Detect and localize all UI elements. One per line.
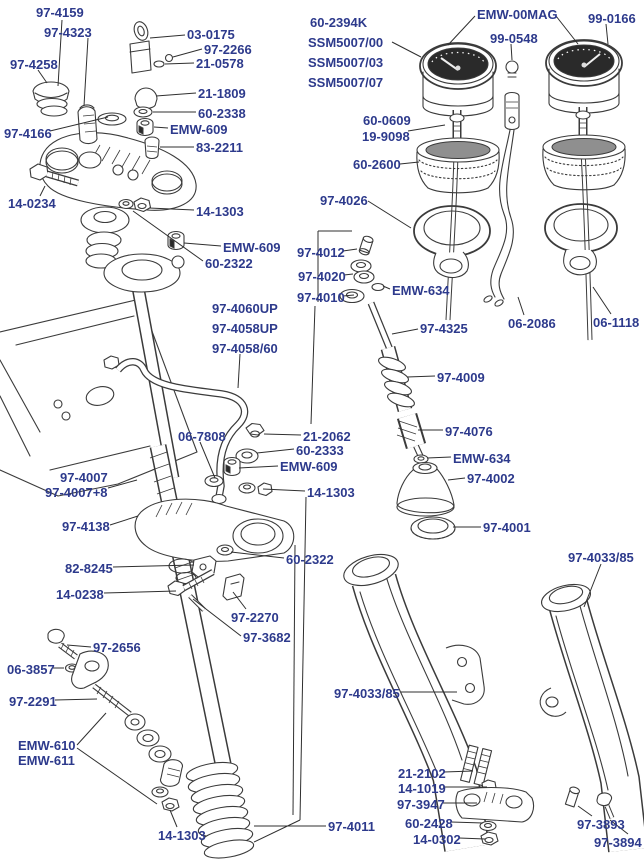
clamp-parts-illustration [167, 555, 245, 612]
sleeve-nut-illustration [77, 104, 98, 145]
center-fasteners-illustration [223, 422, 273, 497]
leader-line [109, 515, 139, 526]
leader-line [37, 69, 48, 84]
lower-yoke-illustration [134, 498, 295, 585]
leader-line [83, 37, 89, 107]
leader-line [517, 296, 525, 316]
leader-line [148, 207, 195, 211]
leader-line [164, 62, 195, 65]
leader-line [605, 23, 609, 45]
leader-line [169, 809, 178, 828]
leader-line [112, 564, 195, 568]
leader-line [103, 590, 177, 594]
leader-line [57, 19, 63, 87]
left-slider-illustration [343, 553, 535, 852]
leader-line [262, 488, 306, 492]
bulb-and-wire-illustration [483, 60, 520, 307]
leader-line [592, 286, 612, 315]
leader-line [54, 698, 98, 701]
leader-line [407, 124, 446, 132]
leader-line [447, 15, 476, 46]
leader-line [49, 116, 109, 132]
leader-line [263, 433, 302, 436]
steering-damper-illustration [47, 628, 184, 812]
leader-line [391, 41, 422, 58]
leader-line [192, 598, 242, 637]
leader-line [310, 305, 316, 425]
right-slider-illustration [539, 583, 644, 853]
leader-line [199, 441, 216, 479]
leader-line [426, 456, 452, 459]
leader-line [292, 544, 296, 816]
leader-line [237, 353, 241, 389]
leader-lines [37, 15, 629, 843]
leader-line [253, 819, 301, 843]
leader-line [76, 712, 107, 746]
leader-line [149, 34, 186, 39]
leader-line [299, 496, 307, 821]
tachometer-illustration [542, 39, 626, 341]
leader-line [172, 48, 203, 58]
leader-line [406, 375, 436, 378]
leader-line [555, 15, 579, 45]
damper-rod-illustration [339, 235, 456, 540]
leader-line [342, 248, 358, 252]
leader-line [153, 126, 169, 129]
leader-line [107, 479, 138, 489]
leader-line [76, 747, 158, 805]
leader-line [450, 821, 484, 824]
top-yoke-illustration [39, 132, 197, 211]
leader-line [232, 591, 247, 610]
leader-line [183, 242, 222, 247]
leader-line [399, 161, 420, 165]
leader-line [577, 805, 593, 817]
steering-stem-illustration [126, 258, 180, 480]
leader-line [382, 285, 391, 290]
leader-line [609, 819, 629, 835]
stem-bearing-stack-illustration [80, 197, 185, 293]
leader-line [155, 92, 197, 97]
speedometer-illustration [413, 42, 500, 321]
felt-washer-illustration [204, 474, 224, 488]
handlebar-bracket-illustration [103, 355, 249, 505]
leader-line [447, 477, 466, 481]
leader-line [510, 43, 513, 61]
leader-line [458, 837, 486, 840]
pinch-bolt-illustration [29, 163, 79, 187]
leader-line [343, 273, 354, 276]
leader-line [256, 448, 295, 454]
leader-line [238, 465, 279, 469]
leader-line [391, 328, 419, 335]
fork-spring-illustration [185, 761, 255, 859]
leader-line [230, 551, 285, 559]
leader-line [342, 294, 355, 297]
leader-line [132, 210, 204, 262]
leader-line [367, 200, 412, 229]
leader-line [443, 770, 474, 773]
leader-line [66, 644, 92, 648]
leader-line [39, 185, 46, 197]
key-and-small-parts-illustration [129, 21, 174, 160]
leader-line [583, 563, 602, 608]
